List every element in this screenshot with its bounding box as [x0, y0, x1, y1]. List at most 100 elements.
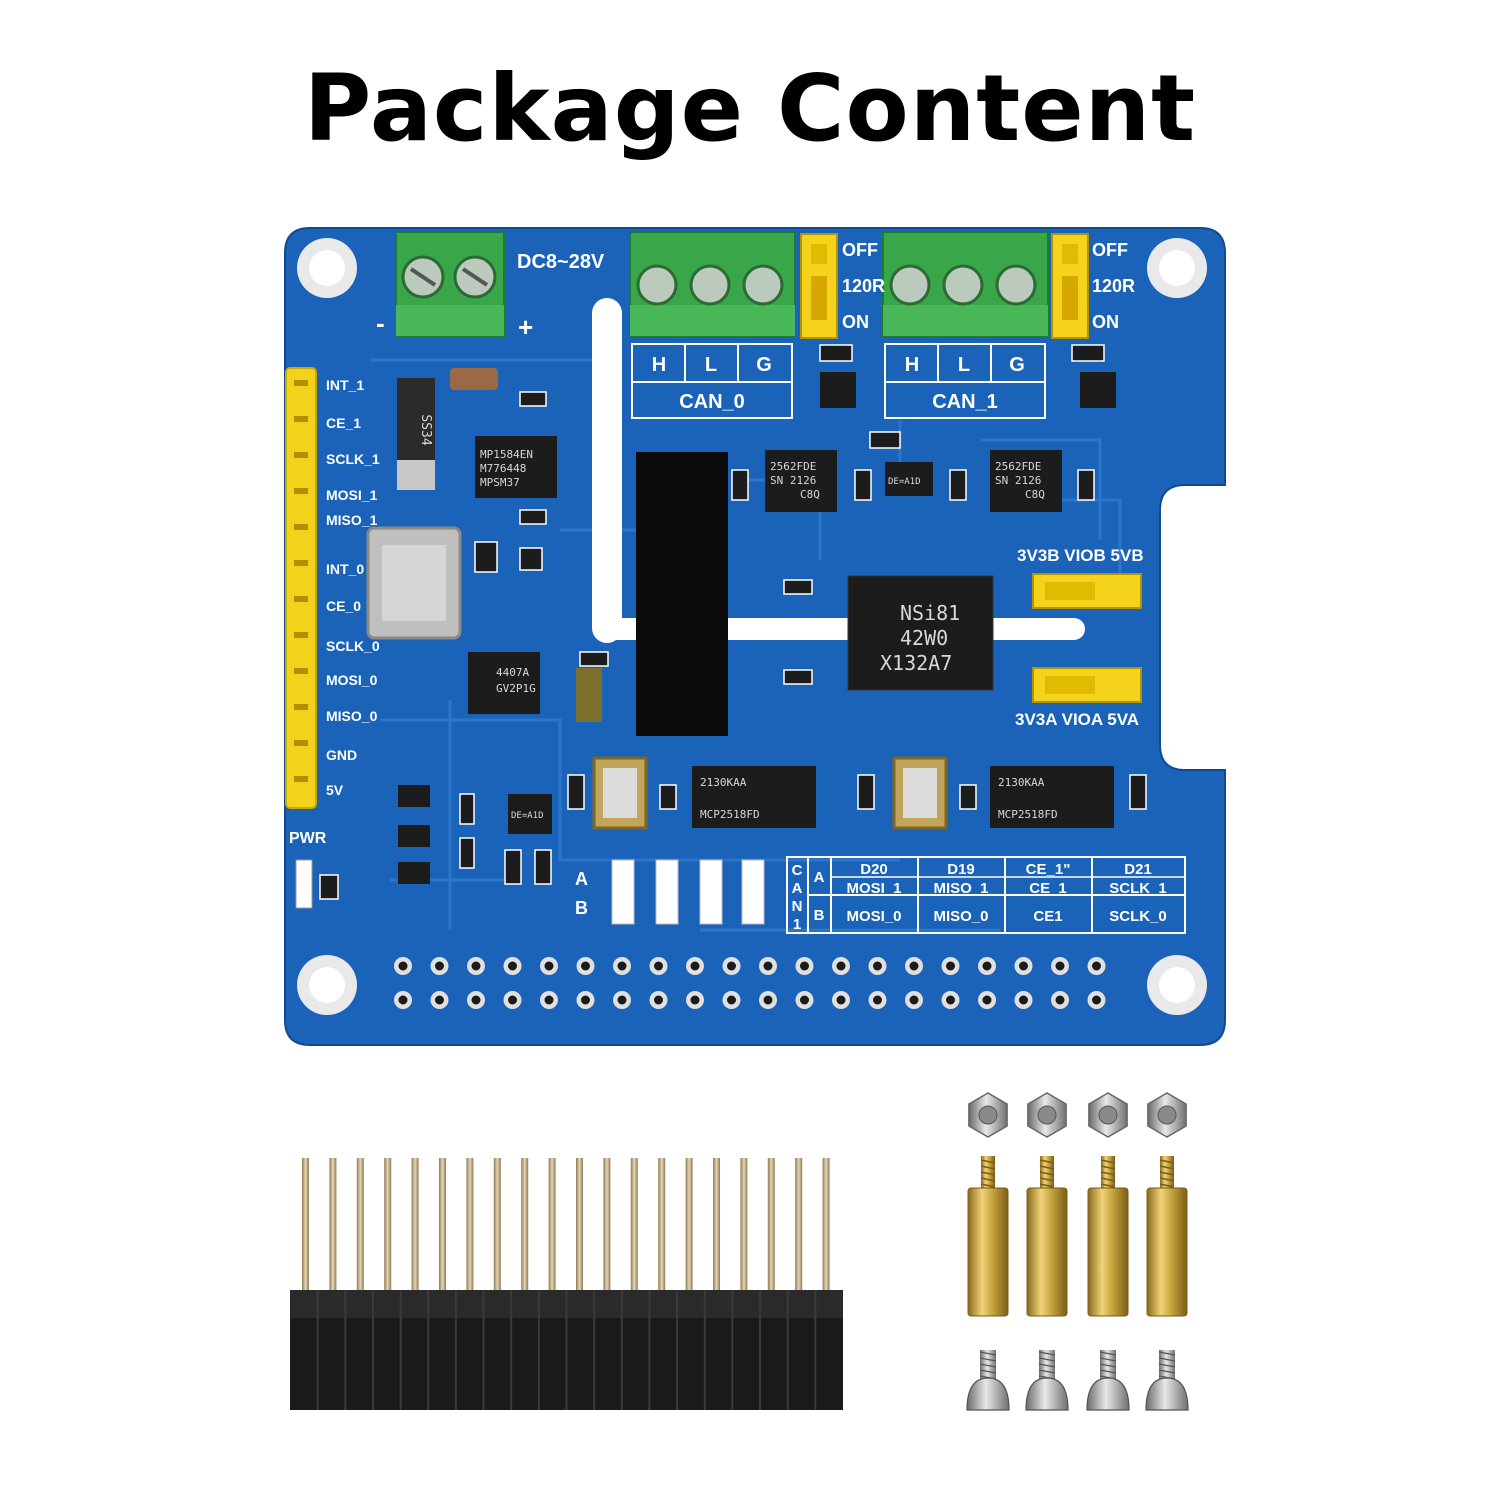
table-cell: SCLK_1: [1109, 880, 1167, 897]
crystal-oscillator: [892, 756, 948, 830]
can0-label: CAN_0: [679, 391, 745, 413]
header-pin: [439, 1158, 446, 1292]
header-pin: [466, 1158, 474, 1292]
can-transceiver-chip: 2562FDE SN 2126 C8Q: [990, 450, 1062, 512]
mosfet-chip: 4407A GV2P1G: [468, 652, 540, 714]
can0-terminal-block: [629, 231, 796, 337]
small-ic: DE=A1D: [508, 794, 552, 834]
header-pin: [302, 1158, 309, 1292]
svg-text:DE=A1D: DE=A1D: [888, 477, 921, 487]
svg-text:C8Q: C8Q: [1025, 488, 1045, 501]
can1-120r-label: 120R: [1092, 276, 1135, 296]
svg-text:X132A7: X132A7: [880, 651, 952, 675]
header-pin: [548, 1158, 556, 1292]
viob-jumper: [1032, 573, 1142, 609]
table-cell: SCLK_0: [1109, 908, 1167, 925]
isolation-slot: [592, 298, 622, 643]
table-cell: MISO_1: [933, 880, 988, 897]
table-cell: MOSI_0: [846, 908, 901, 925]
crystal-oscillator: [592, 756, 648, 830]
table-header: CE_1": [1026, 861, 1071, 878]
header-pin: [411, 1158, 419, 1292]
pin-label-miso1: MISO_1: [326, 512, 378, 528]
header-pin: [685, 1158, 693, 1292]
can1-pin-l: L: [958, 354, 970, 376]
mounting-hole: [297, 955, 357, 1015]
table-side-1: 1: [793, 916, 801, 933]
header-pin: [822, 1158, 830, 1292]
table-header: D19: [947, 861, 975, 878]
smd-components: [319, 344, 1147, 900]
can0-off-label: OFF: [842, 240, 878, 260]
can1-terminal-block: [882, 231, 1049, 337]
header-pin: [493, 1158, 501, 1292]
foam-spacer: [636, 452, 728, 736]
mounting-hole: [1147, 955, 1207, 1015]
header-pin: [384, 1158, 392, 1292]
viob-label: 3V3B VIOB 5VB: [1017, 546, 1144, 565]
svg-text:MP1584EN: MP1584EN: [480, 448, 533, 461]
header-pin: [356, 1158, 364, 1292]
can0-on-label: ON: [842, 312, 869, 332]
svg-text:2130KAA: 2130KAA: [998, 776, 1045, 789]
header-pin: [329, 1158, 337, 1292]
small-ic: DE=A1D: [885, 462, 933, 496]
pin-label-ce0: CE_0: [326, 598, 361, 614]
svg-text:4407A: 4407A: [496, 666, 529, 679]
header-pin: [603, 1158, 611, 1292]
pin-label-miso0: MISO_0: [326, 708, 378, 724]
mounting-hole: [297, 238, 357, 298]
can-hat-board: DC8~28V - + H L G: [284, 227, 1226, 1046]
table-cell: MOSI_1: [846, 880, 901, 897]
svg-text:SS34: SS34: [418, 414, 433, 445]
can0-pin-l: L: [705, 354, 717, 376]
plus-sign: +: [518, 312, 533, 342]
capacitor: [450, 368, 498, 390]
svg-text:SN 2126: SN 2126: [770, 474, 816, 487]
svg-text:2562FDE: 2562FDE: [770, 460, 816, 473]
pin-label-sclk0: SCLK_0: [326, 638, 380, 654]
svg-text:MCP2518FD: MCP2518FD: [700, 808, 760, 821]
ss34-diode: SS34: [397, 378, 435, 490]
can1-termination-jumper: [1051, 233, 1089, 339]
svg-text:DE=A1D: DE=A1D: [511, 811, 544, 821]
svg-text:MPSM37: MPSM37: [480, 476, 520, 489]
svg-text:GV2P1G: GV2P1G: [496, 682, 536, 695]
svg-text:M776448: M776448: [480, 462, 526, 475]
status-leds: [611, 859, 765, 925]
pin-label-sclk1: SCLK_1: [326, 451, 380, 467]
header-pin: [521, 1158, 529, 1292]
page-title: Package Content: [303, 55, 1197, 162]
pin-label-5v: 5V: [326, 782, 344, 798]
header-pin: [795, 1158, 803, 1292]
can0-termination-jumper: [800, 233, 838, 339]
transistor: [398, 785, 430, 884]
table-side-c: C: [792, 862, 803, 879]
pwr-label: PWR: [289, 830, 327, 847]
power-input-label: DC8~28V: [517, 251, 605, 273]
pin-label-int1: INT_1: [326, 377, 364, 393]
table-cell: CE_1: [1029, 880, 1067, 897]
header-pin: [713, 1158, 720, 1292]
minus-sign: -: [376, 308, 385, 338]
stacking-pin-header: [290, 1158, 843, 1410]
svg-text:C8Q: C8Q: [800, 488, 820, 501]
header-pin: [767, 1158, 775, 1292]
isolator-chip: NSi81 42W0 X132A7: [847, 575, 994, 691]
table-side-a: A: [792, 880, 803, 897]
svg-text:MCP2518FD: MCP2518FD: [998, 808, 1058, 821]
svg-text:2130KAA: 2130KAA: [700, 776, 747, 789]
capacitor: [576, 668, 602, 722]
table-cell: CE1: [1033, 908, 1062, 925]
can0-pin-h: H: [652, 354, 666, 376]
pin-label-mosi1: MOSI_1: [326, 487, 378, 503]
svg-text:SN 2126: SN 2126: [995, 474, 1041, 487]
table-header: D20: [860, 861, 888, 878]
can0-pin-g: G: [756, 354, 772, 376]
can1-off-label: OFF: [1092, 240, 1128, 260]
can0-120r-label: 120R: [842, 276, 885, 296]
sot-components: [820, 372, 1116, 408]
header-pin: [740, 1158, 748, 1292]
svg-text:42W0: 42W0: [900, 626, 948, 650]
